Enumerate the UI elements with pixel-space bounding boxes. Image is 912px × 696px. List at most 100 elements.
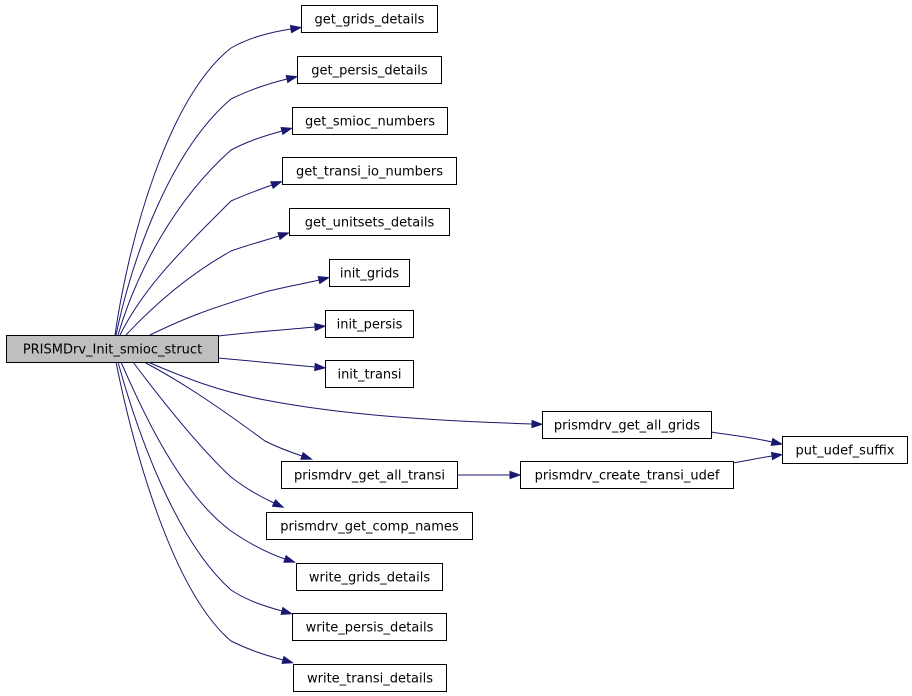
node-box [281,461,458,489]
edge-arrowhead [270,181,283,190]
edge-arrowhead [531,419,544,429]
node-box [6,335,219,363]
edge-line [149,279,320,336]
edge-arrowhead [300,451,313,460]
node-label: init_grids [340,267,400,282]
edge-line [732,455,773,464]
edge-root-to-init_persis [217,322,327,337]
node-label: get_persis_details [311,64,428,79]
node-box [297,56,442,84]
function-node-get_transi_io_numbers[interactable]: get_transi_io_numbers [282,157,457,185]
node-box [542,411,712,439]
edge-line [119,184,273,336]
edge-arrowhead [285,75,299,84]
edge-line [147,361,533,425]
edge-arrowhead [280,127,294,136]
edge-line [125,235,280,336]
edge-arrowhead [271,498,285,508]
node-label: get_grids_details [315,13,425,28]
function-node-get_grids_details[interactable]: get_grids_details [301,5,438,33]
function-node-put_udef_suffix[interactable]: put_udef_suffix [782,436,908,464]
edge-line [132,361,275,504]
edge-line [114,28,292,336]
function-node-get_persis_details[interactable]: get_persis_details [297,56,442,84]
edge-root-to-get_smioc_numbers [117,127,294,336]
edge-arrowhead [281,655,295,664]
edge-root-to-get_grids_details [114,24,303,336]
edge-root-to-get_transi_io_numbers [119,181,283,336]
function-node-write_persis_details[interactable]: write_persis_details [292,613,447,641]
node-label: get_transi_io_numbers [296,165,443,180]
node-box [782,436,908,464]
edge-root-to-write_transi_details [115,361,295,664]
edge-arrowhead [314,322,327,332]
edge-root-to-write_grids_details [120,361,296,563]
function-node-get_smioc_numbers[interactable]: get_smioc_numbers [292,107,448,135]
function-node-init_grids[interactable]: init_grids [329,259,410,287]
node-box [292,107,448,135]
root-node[interactable]: PRISMDrv_Init_smioc_struct [6,335,219,363]
node-label: prismdrv_get_comp_names [280,520,459,535]
edge-prismdrv_get_all_grids-to-put_udef_suffix [710,431,784,446]
function-node-write_grids_details[interactable]: write_grids_details [296,563,443,591]
edge-root-to-get_unitsets_details [125,232,290,336]
node-label: get_smioc_numbers [305,115,435,130]
node-box [266,512,473,540]
edge-line [217,357,316,368]
function-node-write_transi_details[interactable]: write_transi_details [293,664,447,692]
edge-line [710,431,773,443]
edge-root-to-prismdrv_get_all_transi [143,361,313,460]
edge-root-to-write_persis_details [117,361,294,615]
edge-root-to-init_grids [149,276,331,336]
edge-line [120,361,286,560]
function-node-get_unitsets_details[interactable]: get_unitsets_details [289,208,450,236]
node-label: put_udef_suffix [796,444,895,459]
node-box [325,360,414,388]
node-label: write_transi_details [307,672,433,687]
edge-arrowhead [314,362,327,372]
node-label: PRISMDrv_Init_smioc_struct [23,343,202,358]
edge-arrowhead [280,606,294,615]
node-label: write_persis_details [306,621,434,636]
edge-arrowhead [770,451,784,461]
edge-arrowhead [289,24,303,34]
edge-arrowhead [317,276,331,285]
node-label: init_transi [337,368,401,383]
node-label: init_persis [337,318,403,333]
edge-prismdrv_create_transi_udef-to-put_udef_suffix [732,451,784,464]
node-box [293,664,447,692]
node-box [296,563,443,591]
function-node-init_persis[interactable]: init_persis [325,310,414,338]
node-box [301,5,438,33]
edge-arrowhead [283,554,296,563]
node-box [520,461,734,489]
node-label: write_grids_details [309,571,430,586]
node-box [329,259,410,287]
function-node-init_transi[interactable]: init_transi [325,360,414,388]
node-label: prismdrv_create_transi_udef [535,469,720,484]
node-label: prismdrv_get_all_transi [294,469,445,484]
edge-root-to-get_persis_details [115,75,299,336]
edge-line [117,361,283,612]
edge-line [115,361,284,661]
edge-prismdrv_get_all_transi-to-prismdrv_create_transi_udef [456,470,522,480]
function-node-prismdrv_get_all_transi[interactable]: prismdrv_get_all_transi [281,461,458,489]
function-node-prismdrv_get_comp_names[interactable]: prismdrv_get_comp_names [266,512,473,540]
edge-line [115,78,288,336]
edge-arrowhead [277,232,290,241]
edge-root-to-prismdrv_get_all_grids [147,361,544,429]
function-node-prismdrv_create_transi_udef[interactable]: prismdrv_create_transi_udef [520,461,734,489]
node-box [292,613,447,641]
edge-line [117,130,283,336]
node-box [325,310,414,338]
node-label: get_unitsets_details [305,216,435,231]
edge-arrowhead [509,470,522,480]
node-label: prismdrv_get_all_grids [554,419,700,434]
edge-root-to-prismdrv_get_comp_names [132,361,285,508]
edge-root-to-init_transi [217,357,327,372]
node-box [282,157,457,185]
function-node-prismdrv_get_all_grids[interactable]: prismdrv_get_all_grids [542,411,712,439]
edge-line [217,326,316,337]
edge-arrowhead [770,437,784,446]
